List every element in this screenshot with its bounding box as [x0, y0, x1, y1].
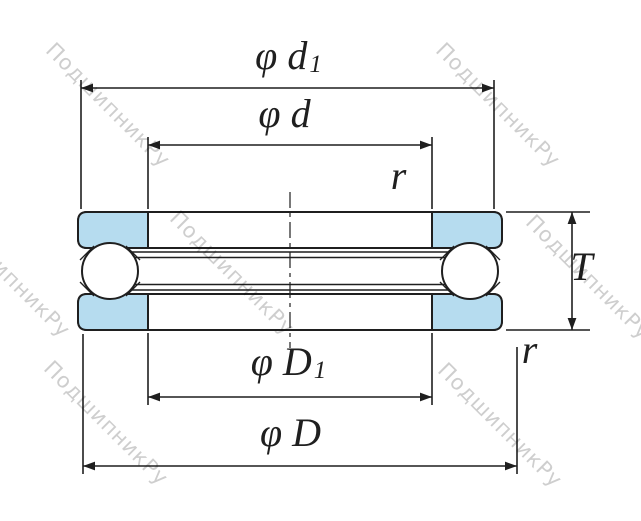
diameter-symbol: φ: [258, 91, 282, 136]
dim-letter: r: [390, 153, 408, 198]
dim-letter: d: [287, 33, 309, 78]
dimension-lines: [81, 83, 577, 471]
washer-section-top-left: [77, 211, 149, 249]
dim-letter: D: [292, 410, 323, 455]
diameter-symbol: φ: [259, 410, 284, 455]
dim-letter: D: [282, 339, 313, 384]
dim-label-T: T: [557, 241, 607, 293]
dim-subscript: 1: [313, 357, 328, 384]
dim-letter: T: [570, 244, 594, 289]
washer-section-bottom-left: [77, 293, 149, 331]
dim-subscript: 1: [309, 51, 323, 78]
dim-label-r-top: r: [374, 150, 424, 202]
cage-lines: [79, 245, 501, 297]
dim-letter: d: [290, 91, 312, 136]
extension-lines: [80, 80, 590, 474]
ball-right: [441, 242, 499, 300]
ball-left: [81, 242, 139, 300]
washer-section-bottom-right: [431, 293, 503, 331]
washer-section-top-right: [431, 211, 503, 249]
diameter-symbol: φ: [250, 339, 274, 384]
dim-label-r-bottom: r: [505, 324, 555, 376]
dim-letter: r: [521, 327, 539, 372]
diameter-symbol: φ: [255, 33, 279, 78]
